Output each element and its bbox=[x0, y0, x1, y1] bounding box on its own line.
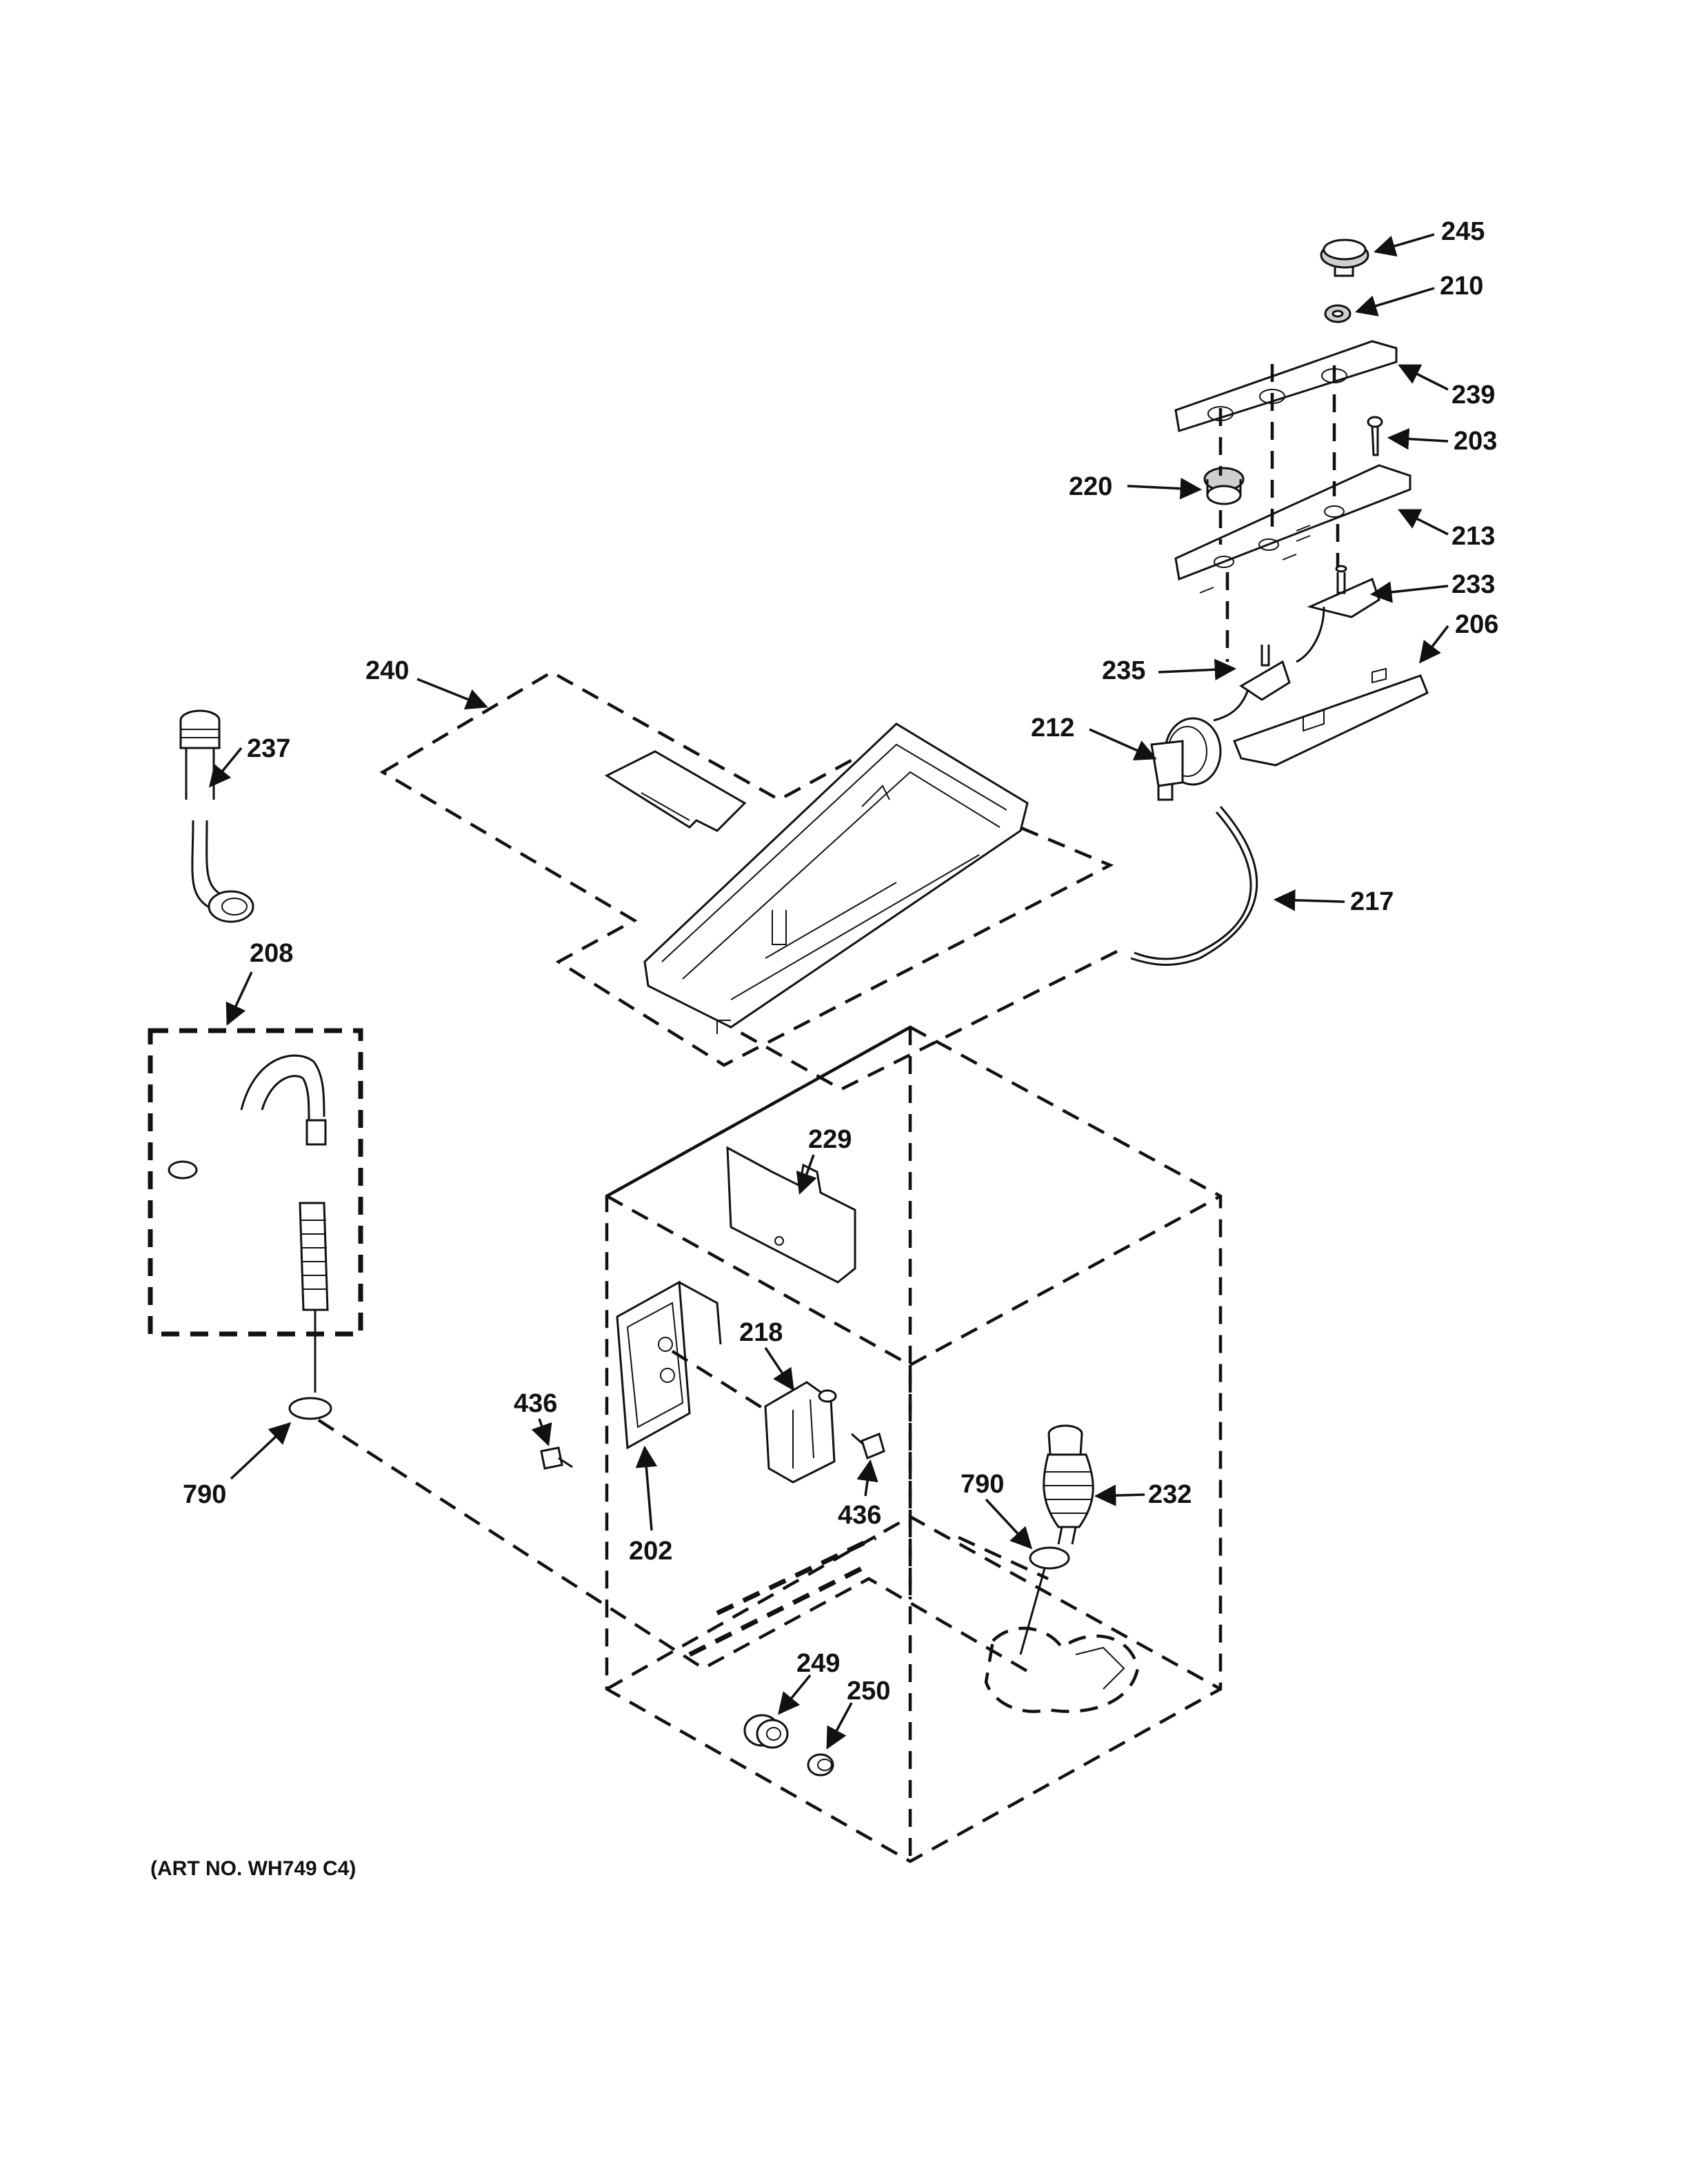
callout-218: 218 bbox=[739, 1318, 783, 1347]
callout-220: 220 bbox=[1069, 472, 1112, 501]
callout-250: 250 bbox=[847, 1677, 890, 1706]
callout-213: 213 bbox=[1451, 522, 1495, 551]
callout-labels: 245 210 239 203 220 213 233 206 235 212 … bbox=[183, 217, 1498, 1706]
callout-arrows bbox=[209, 233, 1449, 1750]
callout-202: 202 bbox=[629, 1537, 672, 1566]
callout-239: 239 bbox=[1451, 381, 1495, 410]
callout-245: 245 bbox=[1441, 217, 1485, 246]
inlet-valve-area bbox=[540, 1146, 885, 1484]
drain-hose-kit-208 bbox=[148, 1028, 1036, 1677]
fill-hose-237 bbox=[179, 709, 254, 923]
callout-436-right: 436 bbox=[838, 1501, 881, 1530]
callout-790-right: 790 bbox=[961, 1470, 1004, 1499]
callout-217: 217 bbox=[1350, 887, 1394, 916]
callout-237: 237 bbox=[247, 734, 290, 763]
callout-210: 210 bbox=[1440, 272, 1483, 301]
callout-212: 212 bbox=[1031, 714, 1074, 742]
callout-233: 233 bbox=[1451, 570, 1495, 599]
callout-229: 229 bbox=[808, 1125, 852, 1154]
callout-235: 235 bbox=[1102, 656, 1145, 685]
art-number: (ART NO. WH749 C4) bbox=[150, 1857, 356, 1880]
callout-240: 240 bbox=[365, 656, 409, 685]
console-backsplash bbox=[379, 670, 1114, 1067]
callout-790-left: 790 bbox=[183, 1480, 226, 1509]
cabinet-outline bbox=[605, 1025, 1223, 1863]
switch-assembly bbox=[730, 239, 1429, 1091]
callout-203: 203 bbox=[1454, 427, 1497, 456]
callout-206: 206 bbox=[1455, 610, 1498, 639]
callout-436-left: 436 bbox=[514, 1389, 557, 1418]
callout-232: 232 bbox=[1148, 1480, 1192, 1509]
callout-249: 249 bbox=[796, 1649, 840, 1678]
pump-area bbox=[743, 1424, 1140, 1777]
callout-208: 208 bbox=[250, 939, 293, 968]
